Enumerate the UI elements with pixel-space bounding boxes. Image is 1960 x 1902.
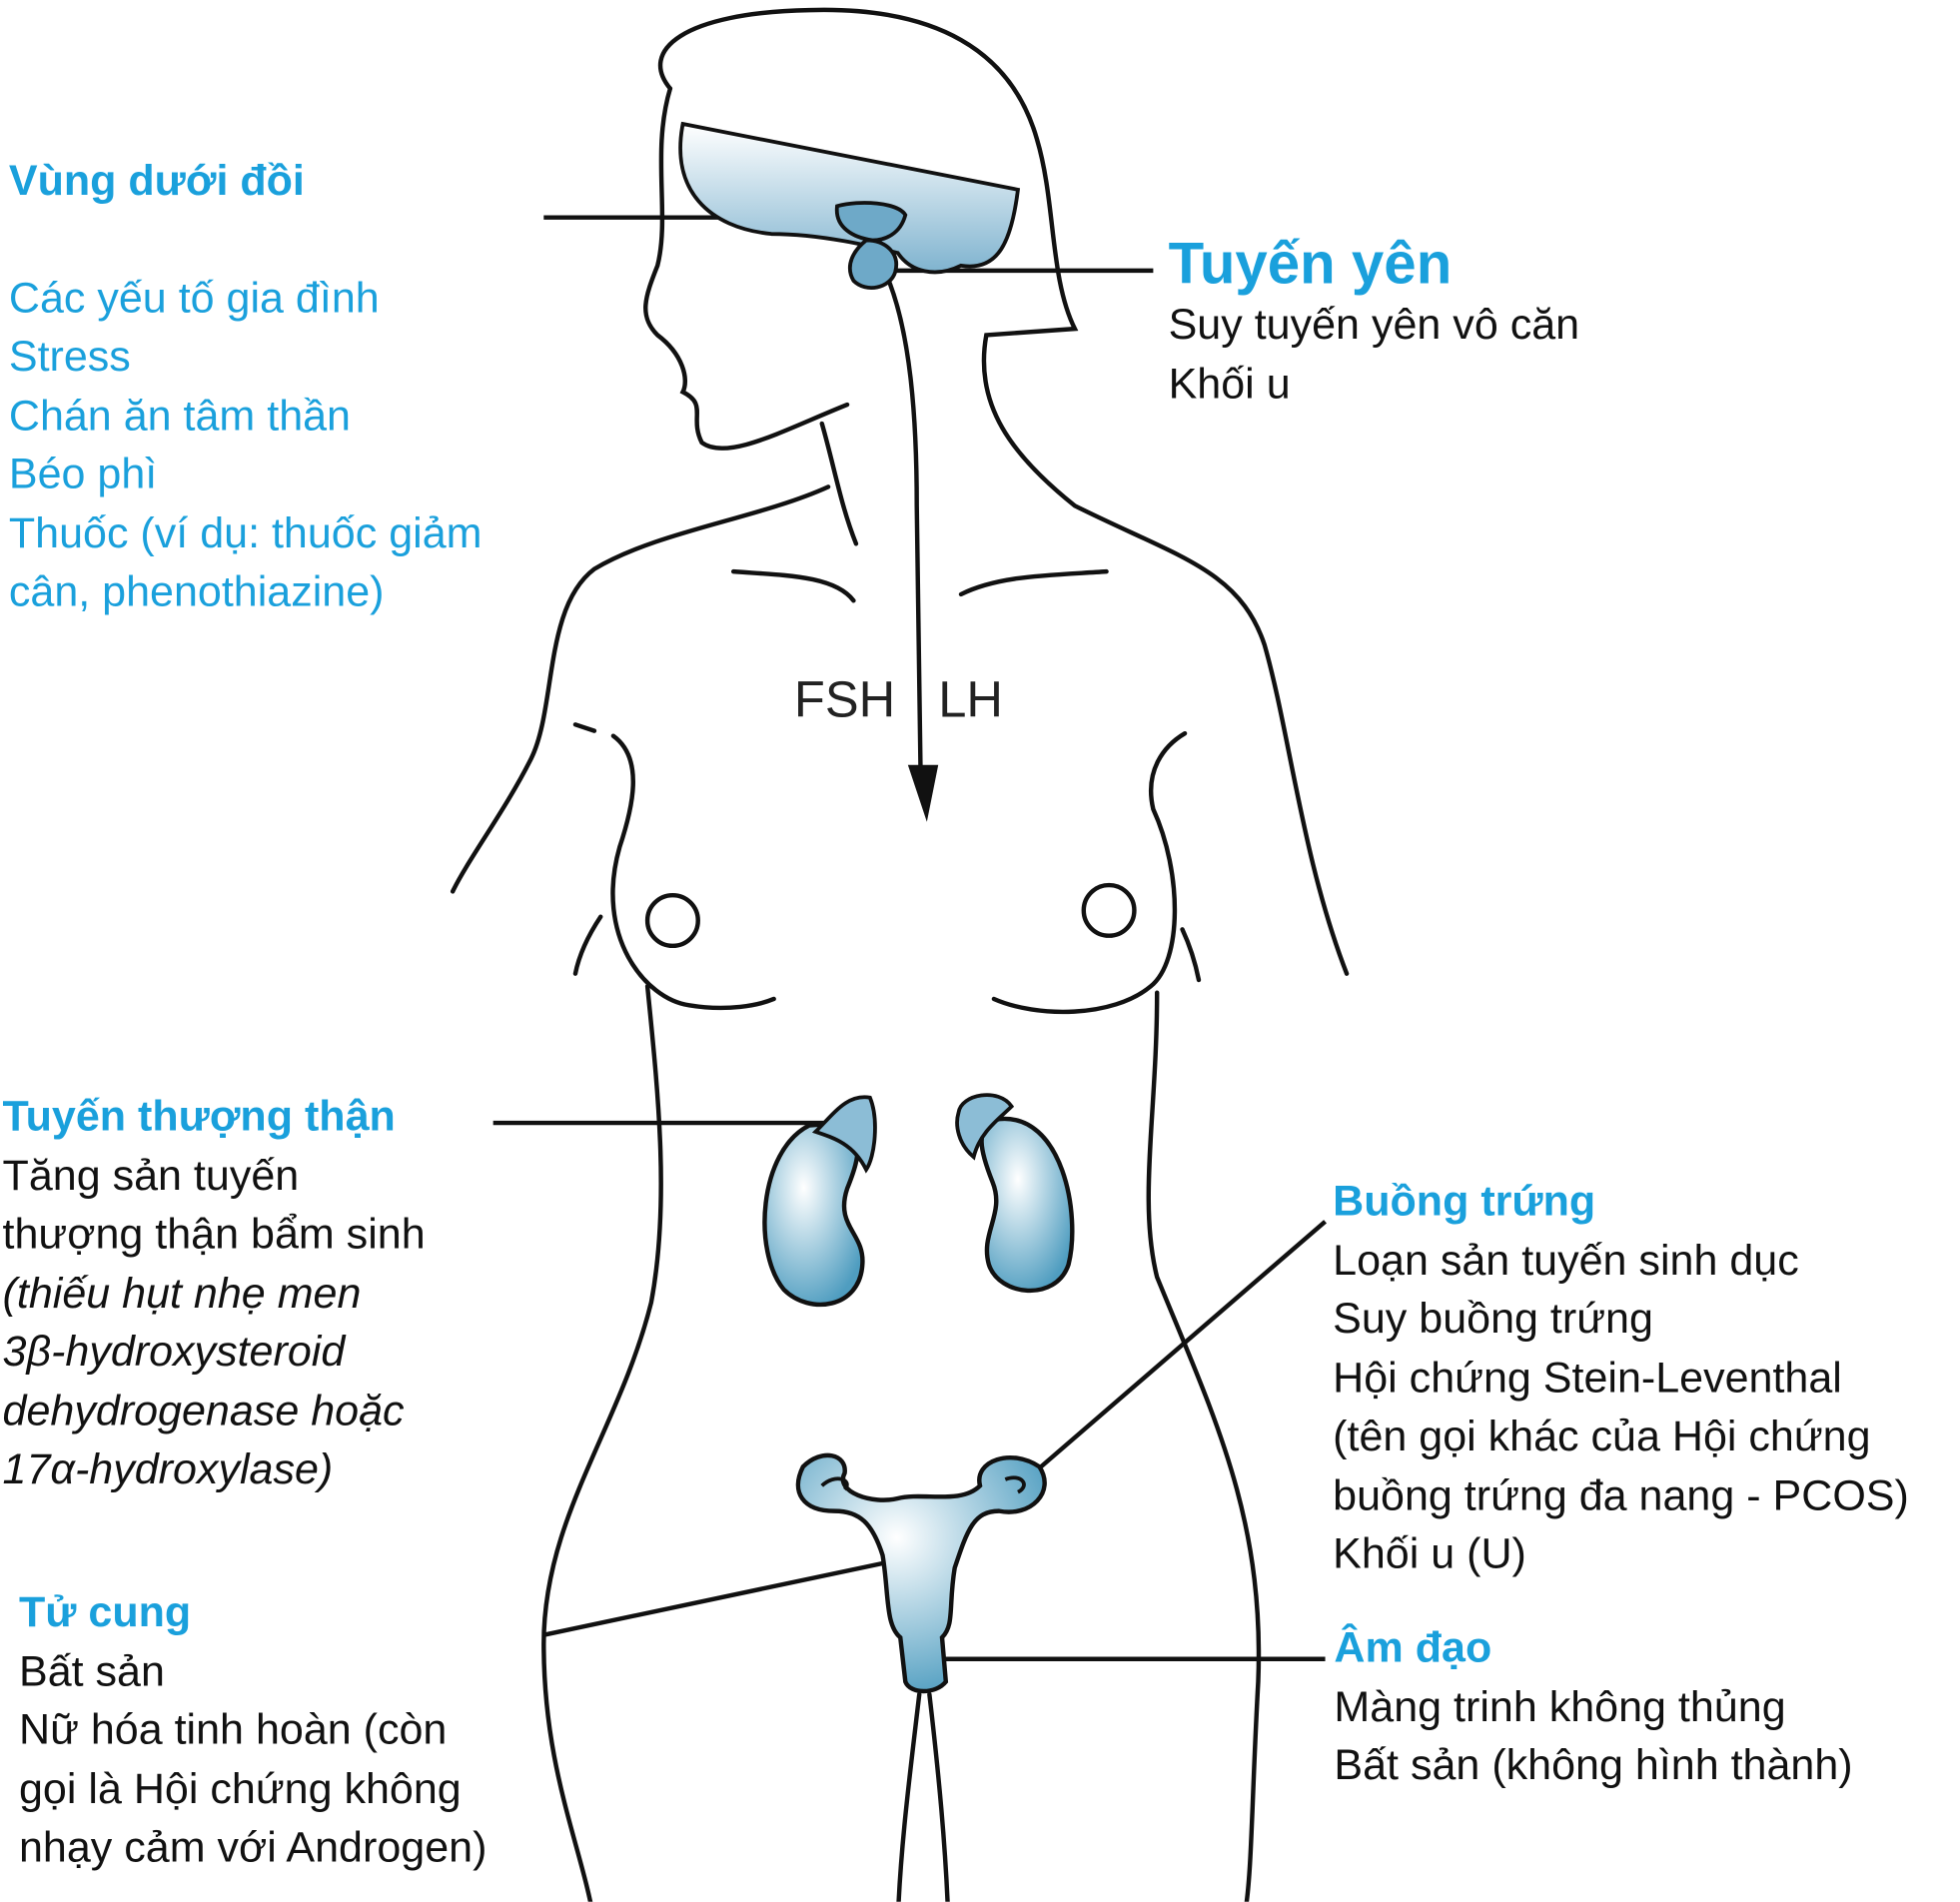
list-item: (tên gọi khác của Hội chứng — [1333, 1412, 1871, 1460]
list-item: Màng trinh không thủng — [1334, 1682, 1786, 1731]
list-item: Khối u (U) — [1333, 1529, 1526, 1578]
torso-left — [541, 984, 663, 1902]
hypothalamus-gland — [835, 201, 908, 243]
head-outline — [657, 7, 1350, 976]
ovary-title: Buồng trứng — [1333, 1177, 1596, 1226]
pituitary-block: Tuyến yên Suy tuyến yên vô căn Khối u — [1169, 230, 1580, 414]
list-item: 17α-hydroxylase) — [2, 1444, 334, 1493]
fsh-label: FSH — [793, 672, 896, 729]
torso-right — [1146, 990, 1262, 1902]
pituitary-gland — [847, 238, 899, 290]
uterus-block: Tử cung Bất sản Nữ hóa tinh hoàn (còn gọ… — [19, 1583, 487, 1877]
list-item: Hội chứng Stein-Leventhal — [1333, 1354, 1842, 1403]
list-item: Chán ăn tâm thần — [8, 391, 352, 440]
brain-region — [678, 121, 1021, 275]
list-item: cân, phenothiazine) — [8, 567, 385, 616]
list-item: Bất sản (không hình thành) — [1334, 1741, 1853, 1790]
list-item: Nữ hóa tinh hoàn (còn — [18, 1705, 448, 1754]
lh-label: LH — [938, 672, 1003, 729]
shoulders — [450, 484, 831, 894]
vagina-title: Âm đạo — [1334, 1623, 1492, 1672]
hormone-arrow — [882, 269, 923, 774]
list-item: buồng trứng đa nang - PCOS) — [1333, 1470, 1909, 1519]
list-item: Loạn sản tuyến sinh dục — [1333, 1236, 1799, 1285]
arrow-head-icon — [907, 764, 939, 822]
list-item: Suy buồng trứng — [1333, 1295, 1653, 1344]
hypothalamus-block: Vùng dưới đồi Các yếu tố gia đình Stress… — [9, 152, 483, 621]
list-item: 3β-hydroxysteroid — [2, 1328, 346, 1377]
pituitary-title: Tuyến yên — [1168, 230, 1453, 297]
uterus-title: Tử cung — [18, 1587, 192, 1636]
list-item: Stress — [8, 332, 131, 382]
list-item: Suy tuyến yên vô căn — [1168, 301, 1580, 350]
list-item: Khối u — [1168, 360, 1291, 409]
list-item: thượng thận bẩm sinh — [2, 1210, 426, 1259]
hypothalamus-title: Vùng dưới đồi — [8, 156, 305, 206]
list-item: dehydrogenase hoặc — [2, 1386, 405, 1435]
right-kidney — [979, 1116, 1075, 1294]
left-adrenal — [811, 1095, 877, 1174]
ovary-block: Buồng trứng Loạn sản tuyến sinh dục Suy … — [1333, 1172, 1909, 1583]
uterus — [795, 1452, 1047, 1694]
list-item: Các yếu tố gia đình — [8, 274, 380, 323]
adrenal-block: Tuyến thượng thận Tăng sản tuyến thượng … — [3, 1088, 426, 1499]
list-item: Bất sản — [18, 1646, 165, 1695]
left-kidney — [762, 1122, 865, 1308]
vagina-block: Âm đạo Màng trinh không thủng Bất sản (k… — [1334, 1618, 1852, 1795]
list-item: (thiếu hụt nhẹ men — [2, 1269, 362, 1318]
list-item: Thuốc (ví dụ: thuốc giảm — [8, 508, 483, 557]
list-item: nhạy cảm với Androgen) — [18, 1823, 488, 1872]
list-item: Tăng sản tuyến — [2, 1151, 300, 1200]
list-item: gọi là Hội chứng không — [18, 1764, 462, 1813]
adrenal-title: Tuyến thượng thận — [2, 1092, 396, 1141]
right-adrenal — [955, 1093, 1015, 1161]
list-item: Béo phì — [8, 450, 158, 498]
